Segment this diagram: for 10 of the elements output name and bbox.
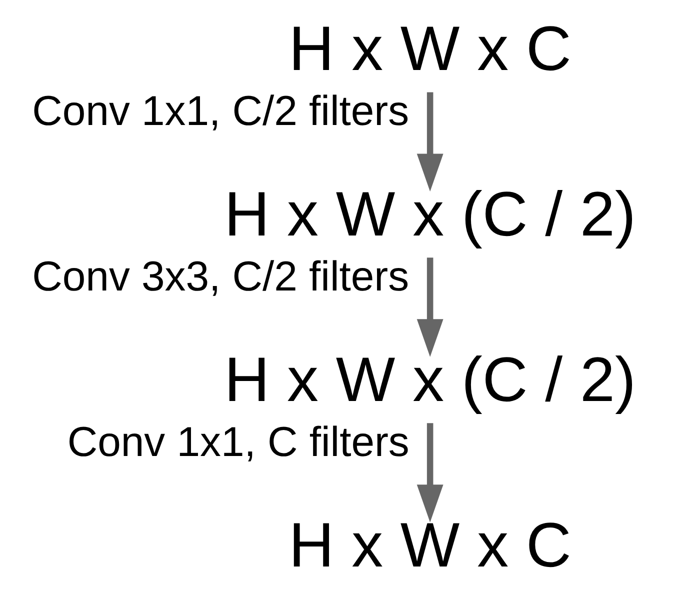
arrow bbox=[416, 258, 443, 357]
edge-label: Conv 1x1, C/2 filters bbox=[32, 87, 409, 134]
arrow bbox=[416, 92, 443, 192]
node-text: H x W x (C / 2) bbox=[224, 180, 636, 250]
node-text: H x W x C bbox=[288, 14, 571, 84]
edge-label: Conv 3x3, C/2 filters bbox=[32, 252, 409, 300]
arrow bbox=[416, 423, 443, 522]
edge-label: Conv 1x1, C filters bbox=[66, 418, 409, 465]
node-text: H x W x C bbox=[288, 510, 571, 580]
node-text: H x W x (C / 2) bbox=[224, 344, 636, 415]
